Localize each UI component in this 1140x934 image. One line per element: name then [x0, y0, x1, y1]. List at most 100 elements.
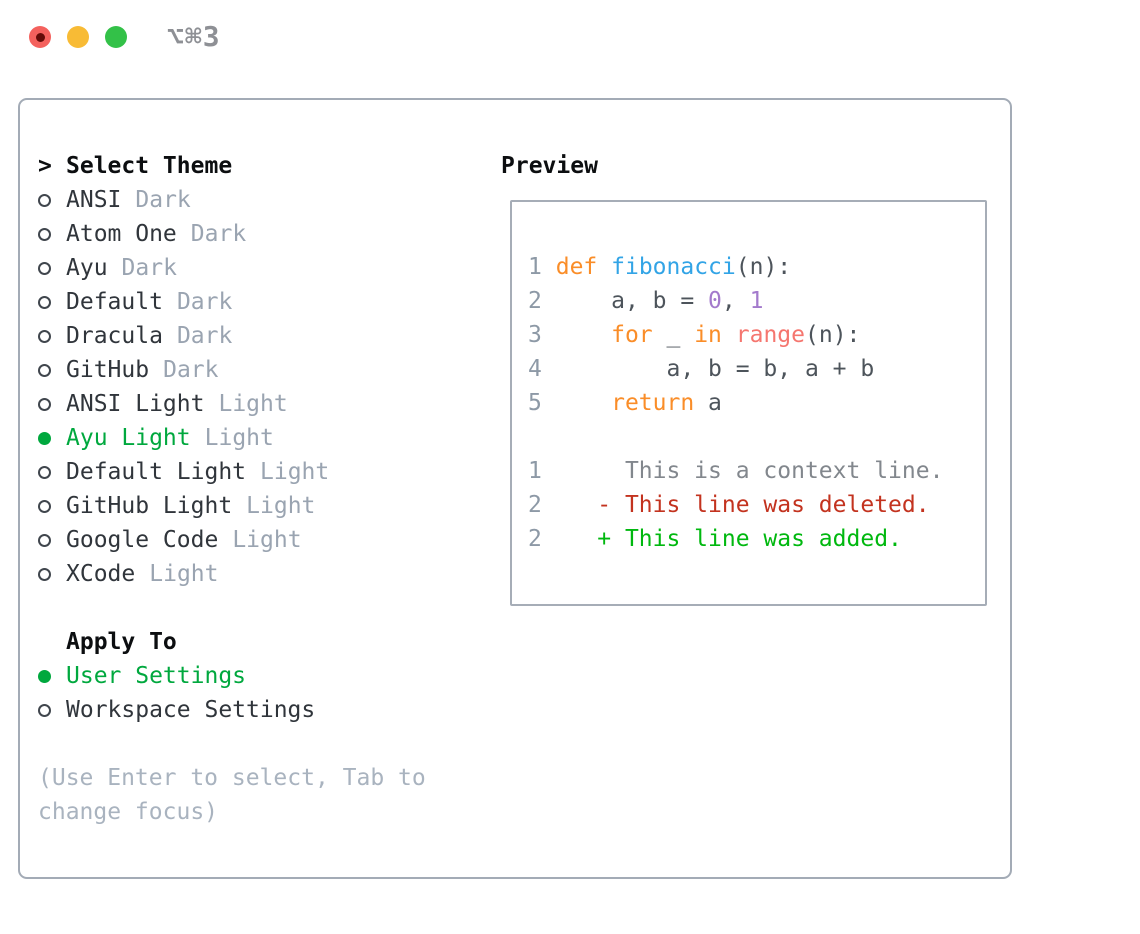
- token-pl: [597, 254, 611, 280]
- theme-option-dracula[interactable]: Dracula Dark: [38, 319, 426, 353]
- radio-icon: [38, 363, 51, 377]
- token-nm: 0: [708, 288, 722, 314]
- theme-option-google-code[interactable]: Google Code Light: [38, 523, 426, 557]
- radio-icon: [38, 295, 51, 309]
- theme-option-atom-one[interactable]: Atom One Dark: [38, 217, 426, 251]
- apply-option-workspace-settings[interactable]: Workspace Settings: [38, 693, 426, 727]
- token-cl: range: [735, 322, 806, 348]
- radio-marker: [38, 397, 66, 411]
- variant-tag: Dark: [135, 187, 191, 213]
- theme-name: GitHub: [66, 357, 150, 383]
- preview-title: Preview: [501, 153, 598, 179]
- token-pl: [542, 492, 597, 518]
- hint-text-line-1: (Use Enter to select, Tab to: [38, 765, 426, 791]
- radio-marker: [38, 431, 66, 445]
- theme-name: ANSI Light: [66, 391, 205, 417]
- radio-marker: [38, 227, 66, 241]
- theme-name: XCode: [66, 561, 136, 587]
- code-line: 5 return a: [528, 386, 985, 420]
- titlebar: ⌥⌘3: [0, 0, 1140, 76]
- focus-dot-icon: [35, 32, 45, 42]
- hint-text-line-2: change focus): [38, 799, 219, 825]
- token-pl: [722, 322, 736, 348]
- apply-to-title: Apply To: [66, 629, 177, 655]
- radio-selected-icon: [38, 669, 51, 683]
- radio-icon: [38, 465, 51, 479]
- theme-name: Atom One: [66, 221, 177, 247]
- token-pl: [542, 254, 556, 280]
- radio-icon: [38, 499, 51, 513]
- token-ln: 2: [528, 526, 542, 552]
- radio-icon: [38, 703, 51, 717]
- token-pl: _: [652, 322, 695, 348]
- token-pl: a, b = b, a + b: [541, 356, 875, 382]
- traffic-lights: [29, 26, 127, 48]
- token-del: - This line was deleted.: [597, 492, 930, 518]
- radio-icon: [38, 329, 51, 343]
- variant-tag: Dark: [190, 221, 247, 247]
- theme-name: Default Light: [66, 459, 247, 485]
- radio-marker: [38, 193, 66, 207]
- radio-marker: [38, 465, 66, 479]
- radio-icon: [38, 227, 51, 241]
- code-line: [528, 216, 985, 250]
- theme-name: Google Code: [66, 527, 219, 553]
- code-line: 2 a, b = 0, 1: [528, 284, 985, 318]
- variant-tag: Light: [204, 425, 274, 451]
- token-ctx: This is a context line.: [541, 458, 944, 484]
- token-ln: 1: [528, 254, 542, 280]
- theme-option-ayu[interactable]: Ayu Dark: [38, 251, 426, 285]
- token-pl: (n):: [805, 322, 861, 348]
- radio-icon: [38, 261, 51, 275]
- token-kw: def: [555, 254, 598, 280]
- apply-option-name: Workspace Settings: [66, 697, 316, 723]
- spacer-row: [38, 727, 426, 761]
- apply-option-name: User Settings: [66, 663, 247, 689]
- token-pl: [542, 390, 611, 416]
- variant-tag: Light: [232, 527, 302, 553]
- variant-tag: Dark: [121, 255, 177, 281]
- theme-option-ayu-light[interactable]: Ayu Light Light: [38, 421, 426, 455]
- token-pl: ,: [721, 288, 750, 314]
- radio-marker: [38, 567, 66, 581]
- radio-marker: [38, 363, 66, 377]
- theme-name: Dracula: [66, 323, 163, 349]
- token-ln: 3: [528, 322, 542, 348]
- token-pl: [542, 526, 597, 552]
- token-pl: a: [694, 390, 722, 416]
- token-ln: 5: [528, 390, 542, 416]
- variant-tag: Dark: [176, 323, 233, 349]
- theme-name: Ayu: [66, 255, 108, 281]
- apply-to-header: Apply To: [38, 625, 426, 659]
- radio-marker: [38, 669, 66, 683]
- token-ln: 2: [528, 492, 542, 518]
- prompt-caret-icon: >: [38, 153, 52, 179]
- minimize-button[interactable]: [67, 26, 89, 48]
- theme-list-header: >Select Theme: [38, 149, 426, 183]
- code-line: 1 This is a context line.: [528, 454, 985, 488]
- theme-name: Ayu Light: [66, 425, 191, 451]
- code-line: 1 def fibonacci(n):: [528, 250, 985, 284]
- apply-option-user-settings[interactable]: User Settings: [38, 659, 426, 693]
- radio-marker: [38, 329, 66, 343]
- token-pl: (n):: [735, 254, 792, 280]
- close-button[interactable]: [29, 26, 51, 48]
- window-shortcut: ⌥⌘3: [167, 20, 221, 53]
- theme-name: Default: [66, 289, 163, 315]
- radio-marker: [38, 533, 66, 547]
- prompt-marker: >: [38, 153, 66, 179]
- token-kw: in: [694, 322, 722, 348]
- token-pl: [542, 322, 611, 348]
- zoom-button[interactable]: [105, 26, 127, 48]
- token-fn: fibonacci: [611, 254, 736, 280]
- spacer-row: [38, 591, 426, 625]
